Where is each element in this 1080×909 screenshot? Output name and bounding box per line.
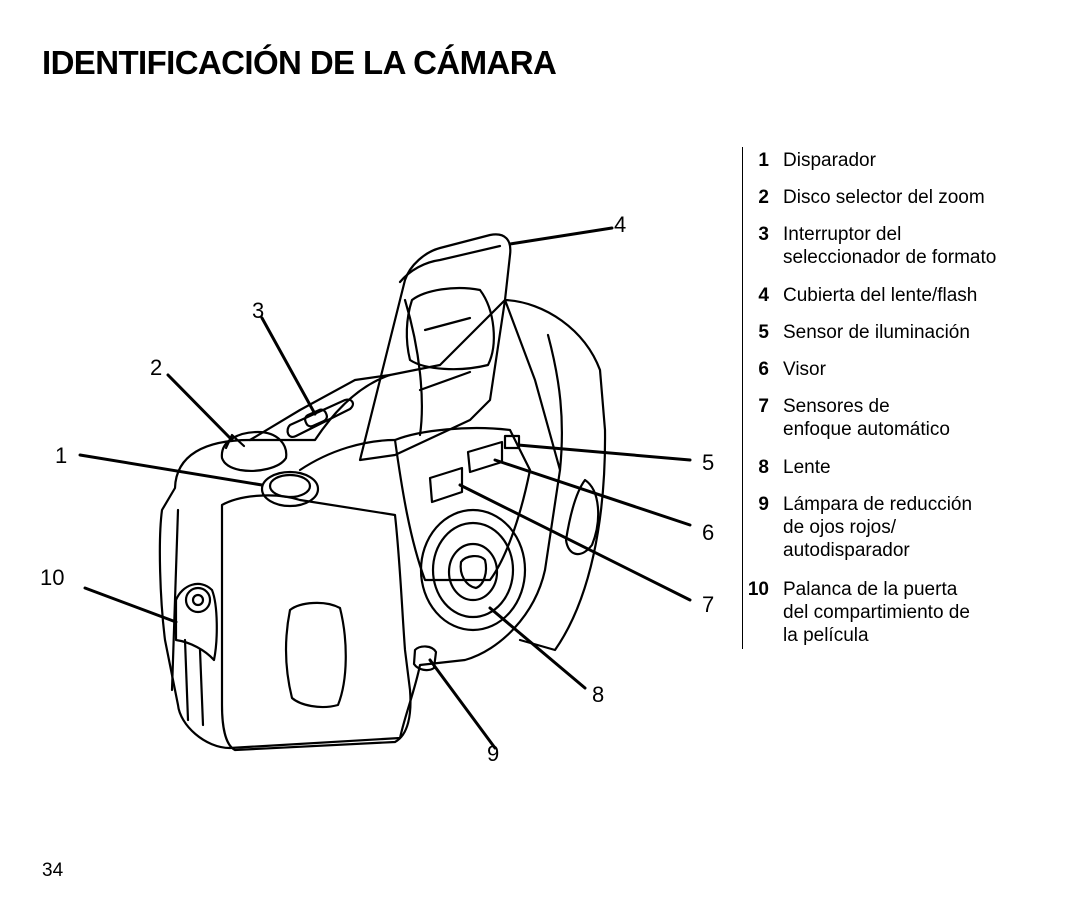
leader-line-6: [493, 458, 692, 527]
legend-item: 7 Sensores de enfoque automático: [743, 395, 1058, 441]
legend-item: 1 Disparador: [743, 149, 1058, 172]
leader-line-3: [260, 316, 317, 416]
legend-label: Disco selector del zoom: [783, 187, 985, 208]
callout-8: 8: [592, 682, 604, 707]
leader-line-2: [166, 373, 234, 442]
legend-item: 4 Cubierta del lente/flash: [743, 284, 1058, 307]
leader-line-8: [488, 606, 587, 690]
red-eye-lamp: [412, 645, 438, 672]
viewfinder-window: [466, 440, 504, 474]
leader-line-1: [78, 453, 264, 487]
leader-line-5: [516, 443, 692, 462]
leader-line-10: [83, 586, 178, 624]
legend-label: Lámpara de reducción de ojos rojos/ auto…: [783, 494, 973, 561]
callout-9: 9: [487, 741, 499, 766]
callout-1: 1: [55, 443, 67, 468]
page-number: 34: [42, 860, 64, 881]
legend-number: 2: [758, 187, 769, 208]
leader-line-4: [508, 226, 614, 246]
zoom-dial: [220, 430, 288, 472]
legend-item: 5 Sensor de iluminación: [743, 321, 1058, 344]
callout-7: 7: [702, 592, 714, 617]
leader-line-9: [428, 658, 497, 750]
legend-number: 4: [758, 285, 769, 306]
legend-label: Visor: [783, 359, 826, 380]
legend-item: 10 Palanca de la puerta del compartimien…: [743, 578, 1058, 647]
light-sensor: [503, 434, 521, 450]
camera-grip-cutout: [284, 601, 347, 709]
legend-item: 2 Disco selector del zoom: [743, 186, 1058, 209]
callout-2: 2: [150, 355, 162, 380]
lens-glass: [447, 542, 499, 602]
legend-item: 6 Visor: [743, 358, 1058, 381]
legend-label: Cubierta del lente/flash: [783, 285, 978, 306]
callout-6: 6: [702, 520, 714, 545]
legend-label: Palanca de la puerta del compartimiento …: [783, 579, 970, 646]
legend-label: Disparador: [783, 150, 876, 171]
legend-number: 7: [758, 396, 769, 417]
page-title: IDENTIFICACIÓN DE LA CÁMARA: [42, 44, 557, 81]
autofocus-window: [428, 466, 464, 504]
leader-lines: [78, 226, 692, 750]
camera-body: [158, 298, 562, 750]
callout-3: 3: [252, 298, 264, 323]
legend-label: Interruptor del seleccionador de formato: [783, 224, 997, 268]
legend-number: 9: [758, 494, 769, 515]
shutter-button: [260, 470, 320, 508]
legend-item: 9 Lámpara de reducción de ojos rojos/ au…: [743, 493, 1058, 562]
legend-number: 6: [758, 359, 769, 380]
legend-number: 3: [758, 224, 769, 245]
legend-label: Sensores de enfoque automático: [783, 396, 950, 440]
camera-left-grip: [220, 494, 412, 752]
callout-5: 5: [702, 450, 714, 475]
parts-legend: 1 Disparador 2 Disco selector del zoom 3…: [742, 147, 1063, 649]
callout-4: 4: [614, 212, 626, 237]
leader-line-7: [458, 483, 692, 602]
legend-label: Sensor de iluminación: [783, 322, 970, 343]
legend-item: 8 Lente: [743, 456, 1058, 479]
legend-label: Lente: [783, 457, 831, 478]
legend-number: 1: [758, 150, 769, 171]
film-door-lever: [174, 582, 218, 662]
legend-number: 10: [747, 579, 769, 600]
flash-lens-cover: [358, 233, 512, 462]
lens-outer-ring: [419, 508, 527, 632]
legend-item: 3 Interruptor del seleccionador de forma…: [743, 223, 1058, 269]
legend-number: 8: [758, 457, 769, 478]
camera-back-grip: [503, 298, 607, 652]
format-switch: [286, 398, 354, 438]
camera-diagram: 1 2 3 4 5 6 7 8 9 10: [40, 212, 714, 766]
legend-number: 5: [758, 322, 769, 343]
door-lever-knob: [184, 586, 212, 614]
flash-window: [405, 286, 495, 371]
callout-10: 10: [40, 565, 64, 590]
camera-grip-detail: [564, 478, 600, 556]
camera-illustration: [158, 233, 607, 752]
